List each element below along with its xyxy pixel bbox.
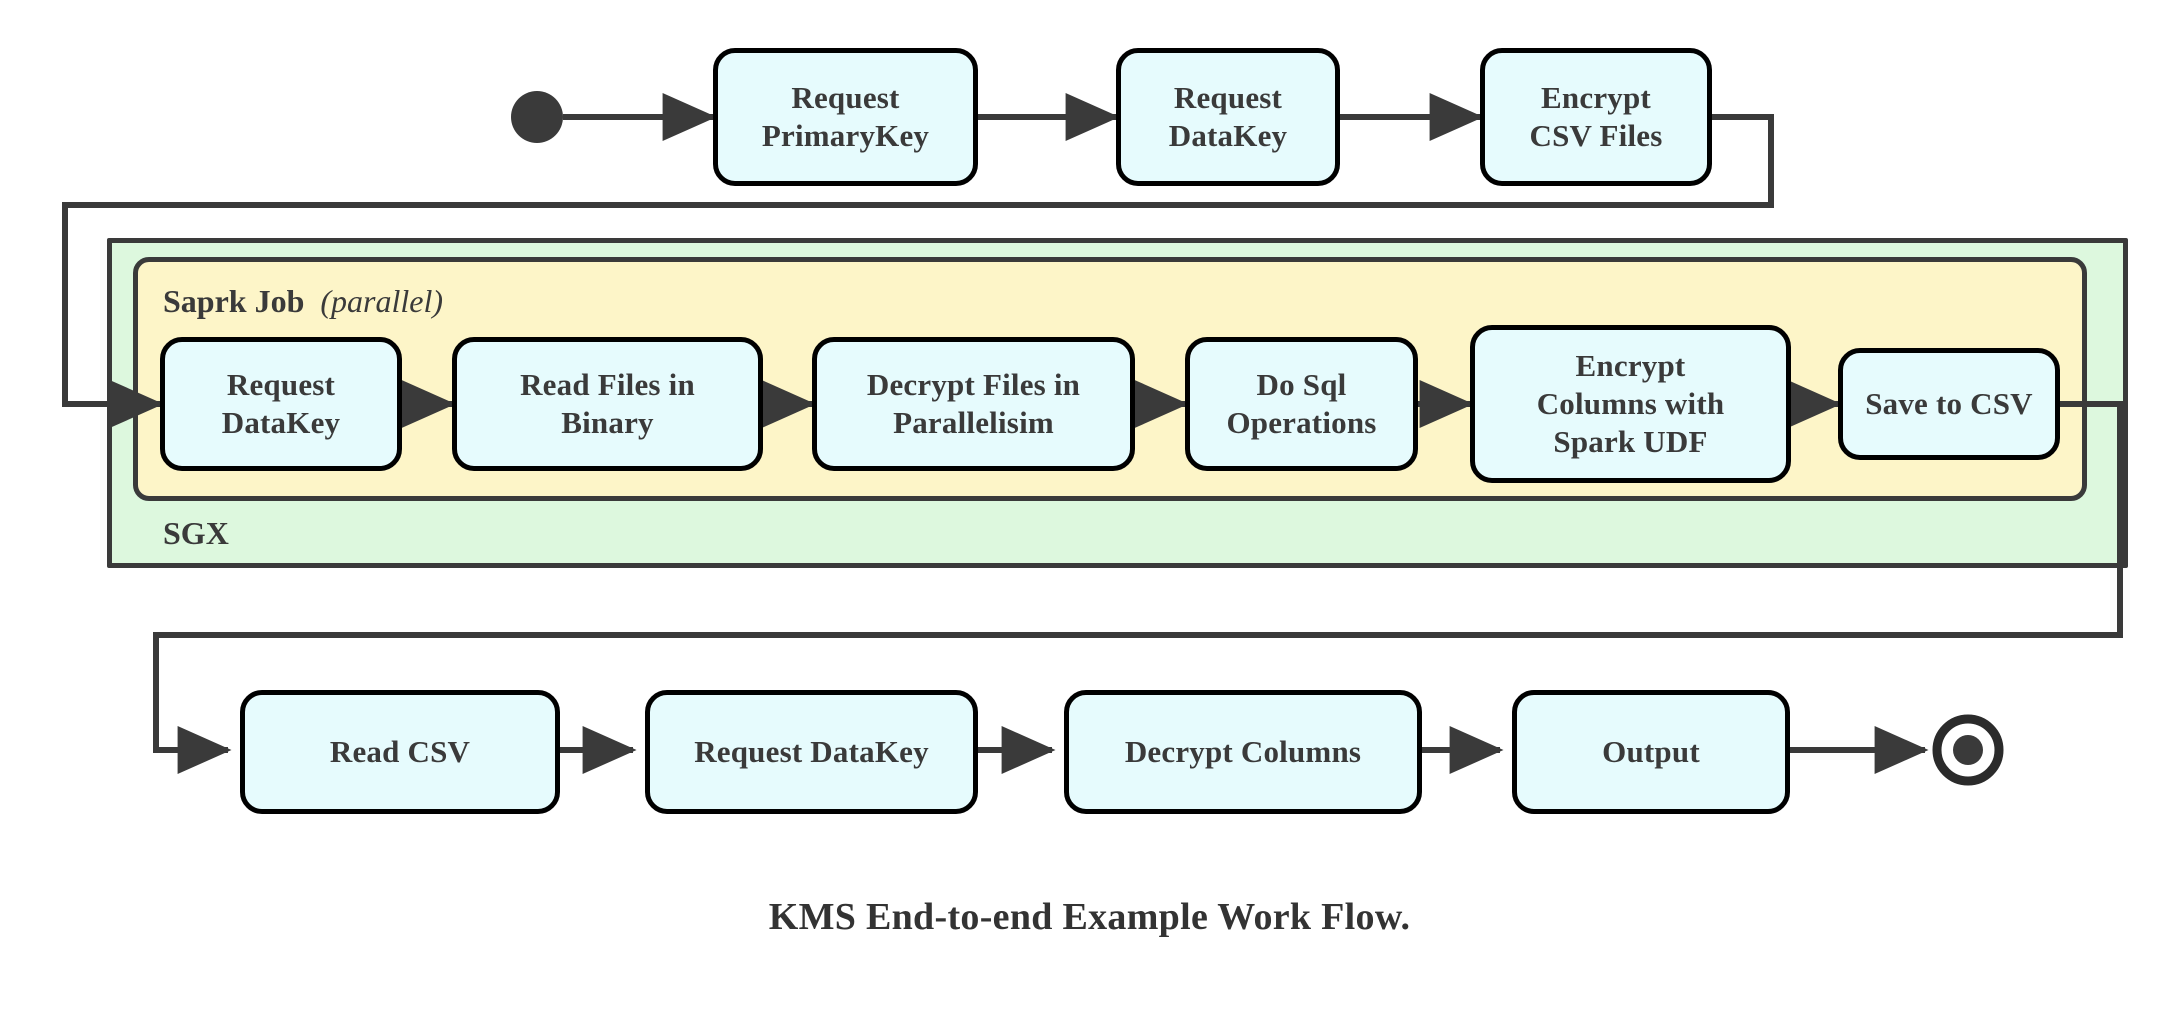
spark-job-label-bold: Saprk Job bbox=[163, 283, 305, 319]
node-line: Save to CSV bbox=[1865, 386, 2033, 422]
node-save-to-csv[interactable]: Save to CSV bbox=[1838, 348, 2060, 460]
node-request-datakey-bottom[interactable]: Request DataKey bbox=[645, 690, 978, 814]
node-line: Binary bbox=[561, 405, 654, 440]
spark-job-label: Saprk Job (parallel) bbox=[163, 283, 443, 320]
node-request-primarykey[interactable]: Request PrimaryKey bbox=[713, 48, 978, 186]
start-node bbox=[511, 91, 563, 143]
node-line: Do Sql bbox=[1256, 367, 1347, 403]
node-line: CSV Files bbox=[1529, 118, 1663, 153]
spark-job-label-italic: (parallel) bbox=[320, 283, 444, 319]
node-line: Read CSV bbox=[329, 734, 471, 770]
node-line: PrimaryKey bbox=[761, 118, 930, 153]
node-line: Request bbox=[1173, 80, 1283, 116]
node-line: Spark UDF bbox=[1553, 423, 1708, 459]
edge-save-to-csv-to-read-csv bbox=[153, 401, 2123, 774]
node-encrypt-csv-files[interactable]: Encrypt CSV Files bbox=[1480, 48, 1712, 186]
node-line: Encrypt bbox=[1575, 348, 1686, 384]
node-line: Request bbox=[226, 367, 336, 403]
node-line: Request bbox=[791, 80, 900, 116]
node-line: Encrypt bbox=[1541, 80, 1651, 116]
end-node bbox=[1932, 714, 2004, 786]
node-request-datakey-top[interactable]: Request DataKey bbox=[1116, 48, 1340, 186]
node-read-files-in-binary[interactable]: Read Files in Binary bbox=[452, 337, 763, 471]
sgx-label: SGX bbox=[163, 515, 229, 551]
node-line: Decrypt Columns bbox=[1124, 734, 1362, 770]
node-decrypt-columns[interactable]: Decrypt Columns bbox=[1064, 690, 1422, 814]
node-line: Operations bbox=[1226, 405, 1377, 440]
node-do-sql-operations[interactable]: Do Sql Operations bbox=[1185, 337, 1418, 471]
node-line: Columns with bbox=[1536, 386, 1725, 422]
node-decrypt-files-in-parallelisim[interactable]: Decrypt Files in Parallelisim bbox=[812, 337, 1135, 471]
node-line: DataKey bbox=[1168, 118, 1288, 153]
node-line: Read Files in bbox=[520, 367, 695, 403]
node-output[interactable]: Output bbox=[1512, 690, 1790, 814]
node-line: DataKey bbox=[221, 405, 341, 440]
node-line: Request DataKey bbox=[694, 734, 929, 770]
node-line: Decrypt Files in bbox=[866, 367, 1081, 403]
node-encrypt-columns-with-spark-udf[interactable]: Encrypt Columns with Spark UDF bbox=[1470, 325, 1791, 483]
node-line: Parallelisim bbox=[893, 405, 1054, 440]
edge-encrypt-csv-files-to-request-datakey-spark bbox=[62, 114, 1774, 428]
edge-group bbox=[62, 93, 2123, 774]
diagram-caption: KMS End-to-end Example Work Flow. bbox=[768, 896, 1411, 938]
node-read-csv[interactable]: Read CSV bbox=[240, 690, 560, 814]
node-line: Output bbox=[1602, 734, 1700, 770]
node-request-datakey-spark[interactable]: Request DataKey bbox=[160, 337, 402, 471]
